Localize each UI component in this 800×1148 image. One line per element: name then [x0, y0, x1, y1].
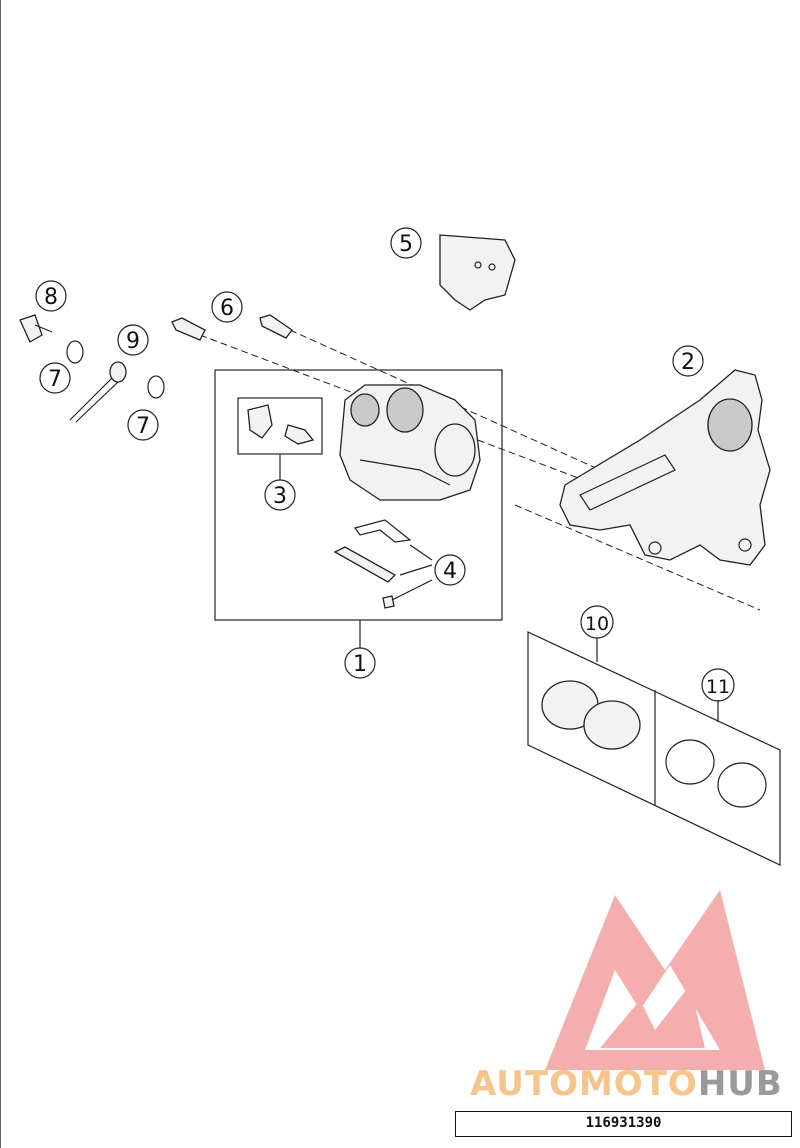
callout-label: 8	[44, 285, 58, 310]
callout-label: 7	[136, 414, 150, 439]
callout-label: 4	[443, 559, 457, 584]
washer-left	[66, 340, 84, 364]
logo-text-primary: AUTOMOTO	[470, 1064, 698, 1104]
callout-label: 9	[126, 329, 140, 354]
callout-7-left: 7	[39, 362, 71, 394]
part-number-box: 116931390	[455, 1111, 792, 1137]
caliper-group-box	[214, 369, 503, 621]
callout-label: 11	[706, 676, 730, 698]
page-left-border	[0, 0, 1, 1148]
washer-right	[147, 375, 165, 399]
mounting-bolts	[171, 314, 293, 341]
callout-2: 2	[672, 345, 704, 377]
callout-10: 10	[580, 605, 614, 639]
logo-wordmark: AUTOMOTOHUB	[470, 1064, 800, 1104]
callout-3: 3	[264, 479, 296, 511]
callout-label: 10	[585, 613, 609, 635]
callout-7-right: 7	[127, 409, 159, 441]
caliper-bracket	[559, 369, 771, 566]
callout-label: 7	[48, 367, 62, 392]
piston-seal-group-box	[527, 631, 781, 866]
callout-8: 8	[35, 280, 67, 312]
banjo-bolt	[19, 314, 53, 343]
bleed-kit-parts	[247, 404, 315, 445]
callout-label: 6	[220, 296, 234, 321]
callout-label: 5	[399, 232, 413, 257]
logo-mark	[545, 890, 765, 1070]
pistons	[541, 680, 641, 750]
callout-label: 3	[273, 484, 287, 509]
callout-11: 11	[701, 668, 735, 702]
callout-4: 4	[434, 554, 466, 586]
brake-pads	[439, 234, 516, 311]
callout-label: 2	[681, 350, 695, 375]
callout-label: 1	[353, 652, 367, 677]
pin-and-clip-parts	[333, 519, 433, 609]
logo-text-secondary: HUB	[697, 1064, 783, 1104]
brake-caliper	[339, 384, 481, 501]
brake-line	[69, 361, 127, 423]
callout-6: 6	[211, 291, 243, 323]
callout-5: 5	[390, 227, 422, 259]
callout-1: 1	[344, 647, 376, 679]
piston-seals	[665, 739, 767, 808]
callout-9: 9	[117, 324, 149, 356]
